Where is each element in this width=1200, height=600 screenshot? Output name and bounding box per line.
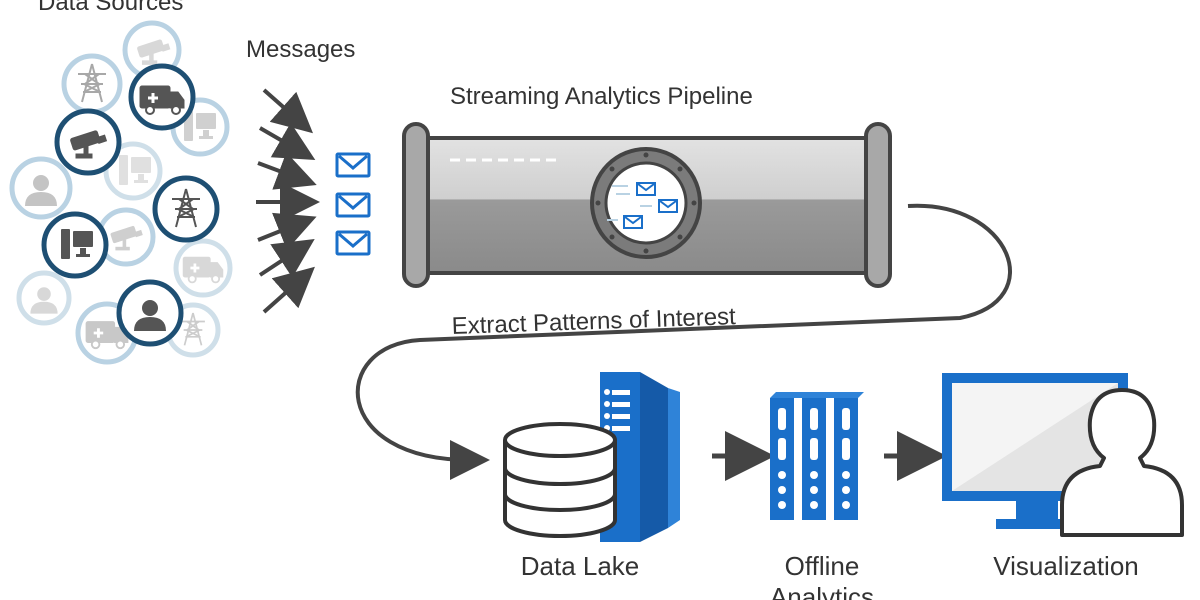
message-arrow [258, 122, 316, 161]
pipe-icon [402, 122, 892, 288]
server-rack-icon [770, 392, 864, 520]
envelope-icon [658, 199, 678, 213]
pipeline-section: Streaming Analytics Pipeline [402, 83, 892, 288]
database-icon [503, 422, 617, 538]
message-arrow [262, 88, 313, 134]
source-computer-faded-2 [103, 141, 163, 201]
pipeline-label: Streaming Analytics Pipeline [450, 83, 753, 110]
source-person [116, 279, 184, 347]
offline-analytics-label-line2: Analytics [770, 582, 874, 600]
messages-section: Messages [246, 36, 371, 314]
source-person-faded-2 [16, 270, 72, 326]
message-arrows [256, 88, 320, 314]
envelope-icon [335, 152, 371, 178]
message-arrow [262, 266, 315, 314]
source-ambulance-faded-1 [173, 238, 233, 298]
message-arrow [257, 152, 317, 190]
message-arrow [257, 212, 317, 250]
source-person-faded-1 [9, 156, 73, 220]
monitor-user-icon [942, 373, 1184, 537]
desktop-computer-icon [119, 155, 151, 185]
desktop-computer-icon [61, 229, 93, 259]
envelope-icon [623, 215, 643, 229]
source-computer [41, 211, 109, 279]
source-tower-faded-1 [61, 53, 123, 115]
envelope-icon [335, 192, 371, 218]
source-cctv [54, 108, 122, 176]
source-ambulance [128, 63, 196, 131]
data-sources-label: Data Sources [38, 0, 183, 16]
envelope-icon [335, 230, 371, 256]
source-tower [152, 175, 220, 243]
offline-analytics-label-line1: Offline [785, 551, 860, 581]
offline-analytics-section: Offline Analytics [770, 392, 874, 600]
data-lake-section: Data Lake [503, 372, 680, 581]
extract-patterns-label: Extract Patterns of Interest [451, 303, 736, 340]
message-arrow [258, 239, 315, 278]
visualization-section: Visualization [942, 373, 1184, 581]
envelope-icon [636, 182, 656, 196]
visualization-label: Visualization [993, 551, 1139, 581]
data-sources-section: Data Sources [9, 0, 233, 365]
data-lake-label: Data Lake [521, 551, 640, 581]
messages-label: Messages [246, 36, 355, 63]
